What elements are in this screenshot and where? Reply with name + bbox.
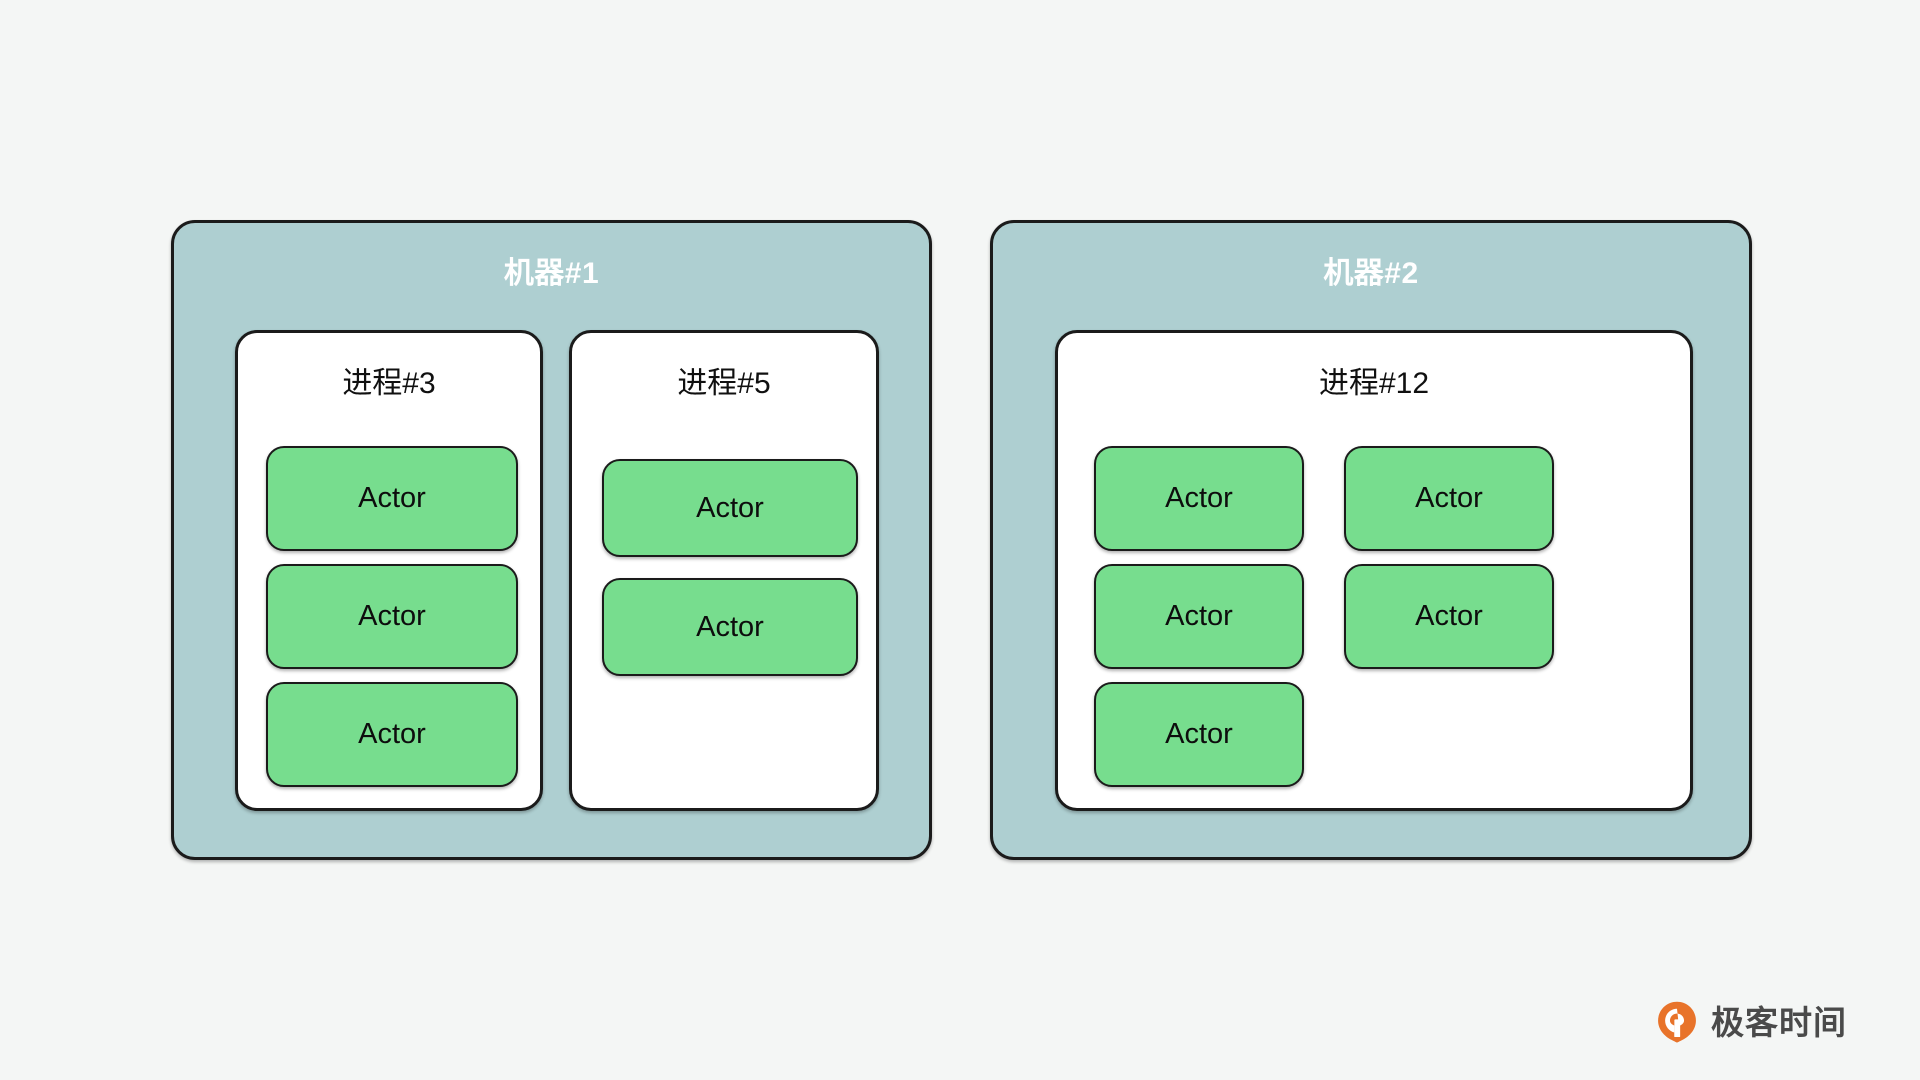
actor-box: Actor: [1344, 564, 1554, 669]
process-title-5: 进程#5: [677, 367, 771, 400]
actor-label: Actor: [358, 482, 426, 514]
actor-label: Actor: [696, 610, 764, 643]
actor-box: Actor: [602, 578, 858, 676]
actor-label: Actor: [696, 491, 764, 524]
actor-label: Actor: [1415, 600, 1483, 632]
machine-title-2: 机器#2: [1323, 257, 1419, 290]
actor-label: Actor: [358, 600, 426, 632]
process-box-5: 进程#5 Actor Actor: [569, 330, 879, 811]
actor-box: Actor: [602, 459, 858, 557]
actor-label: Actor: [358, 718, 426, 750]
actor-label: Actor: [1165, 600, 1233, 632]
process-title-12: 进程#12: [1318, 367, 1430, 400]
watermark-text: 极客时间: [1711, 1003, 1847, 1041]
process-box-3: 进程#3 Actor Actor Actor: [235, 330, 543, 811]
watermark: 极客时间: [1655, 1000, 1847, 1044]
process-title-3: 进程#3: [342, 367, 436, 400]
machine-box-2: 机器#2 进程#12 Actor Actor Actor Actor Actor: [990, 220, 1752, 860]
actor-box: Actor: [1094, 682, 1304, 787]
machine-box-1: 机器#1 进程#3 Actor Actor Actor 进程#5 Actor A…: [171, 220, 932, 860]
actor-label: Actor: [1165, 718, 1233, 750]
actor-box: Actor: [266, 564, 518, 669]
actor-box: Actor: [266, 446, 518, 551]
actor-box: Actor: [266, 682, 518, 787]
geektime-logo-icon: [1658, 1001, 1696, 1043]
actor-box: Actor: [1094, 564, 1304, 669]
process-box-12: 进程#12 Actor Actor Actor Actor Actor: [1055, 330, 1693, 811]
machine-title-1: 机器#1: [503, 257, 600, 290]
actor-box: Actor: [1344, 446, 1554, 551]
actor-box: Actor: [1094, 446, 1304, 551]
actor-label: Actor: [1415, 482, 1483, 514]
actor-label: Actor: [1165, 482, 1233, 514]
